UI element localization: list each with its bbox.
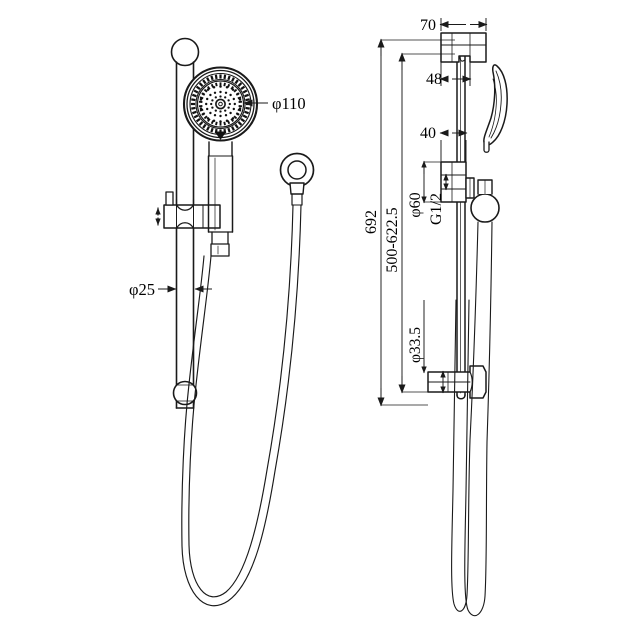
dimension-500-622 (398, 52, 455, 394)
dimension-label-40: 40 (420, 125, 436, 142)
rail-top-cap (170, 37, 200, 67)
dimension-label-48: 48 (426, 71, 442, 88)
dimension-g12 (440, 173, 449, 191)
rail-slider-bracket[interactable] (155, 191, 221, 229)
front-view (155, 37, 315, 607)
dimension-label-500-622: 500-622.5 (384, 207, 401, 272)
spray-nozzles-inner (198, 82, 243, 126)
dimension-label-692: 692 (363, 210, 380, 234)
shower-head (182, 66, 259, 142)
hose-ring-connector-side (470, 179, 500, 223)
dimension-labels: φ110 φ25 70 48 40 692 500-622.5 φ60 G1/2… (129, 17, 445, 363)
dimension-dia335 (421, 300, 446, 394)
dimension-label-g12: G1/2 (428, 193, 445, 225)
slide-rail-side (456, 41, 466, 400)
dimension-692 (377, 38, 455, 407)
dimension-label-dia110: φ110 (272, 94, 306, 113)
dimension-40 (439, 129, 468, 162)
dimension-label-dia25: φ25 (129, 280, 155, 299)
spray-mode-indicator (215, 131, 226, 140)
hose-ring-connector (279, 152, 315, 206)
dimension-70 (439, 18, 488, 31)
rail-bottom-cap (172, 380, 198, 406)
dimension-dia25-leader (158, 260, 212, 300)
slider-lock-lever[interactable] (165, 191, 174, 206)
dimension-label-70: 70 (420, 17, 436, 34)
shower-handle (207, 141, 234, 257)
wall-inlet-plate (440, 161, 475, 203)
dimension-label-dia60: φ60 (407, 192, 424, 217)
dimension-dia60 (421, 160, 441, 204)
dimension-label-dia335: φ33.5 (407, 327, 424, 363)
side-view (427, 32, 508, 617)
spray-nozzles-outer (190, 74, 251, 134)
dimension-lines (158, 18, 488, 407)
dimension-48 (439, 56, 472, 86)
spray-face-texture (199, 85, 242, 123)
shower-hose-side (451, 221, 493, 617)
handle-hose-nut (210, 243, 230, 257)
shower-hose (181, 204, 302, 607)
shower-head-side (483, 64, 508, 153)
